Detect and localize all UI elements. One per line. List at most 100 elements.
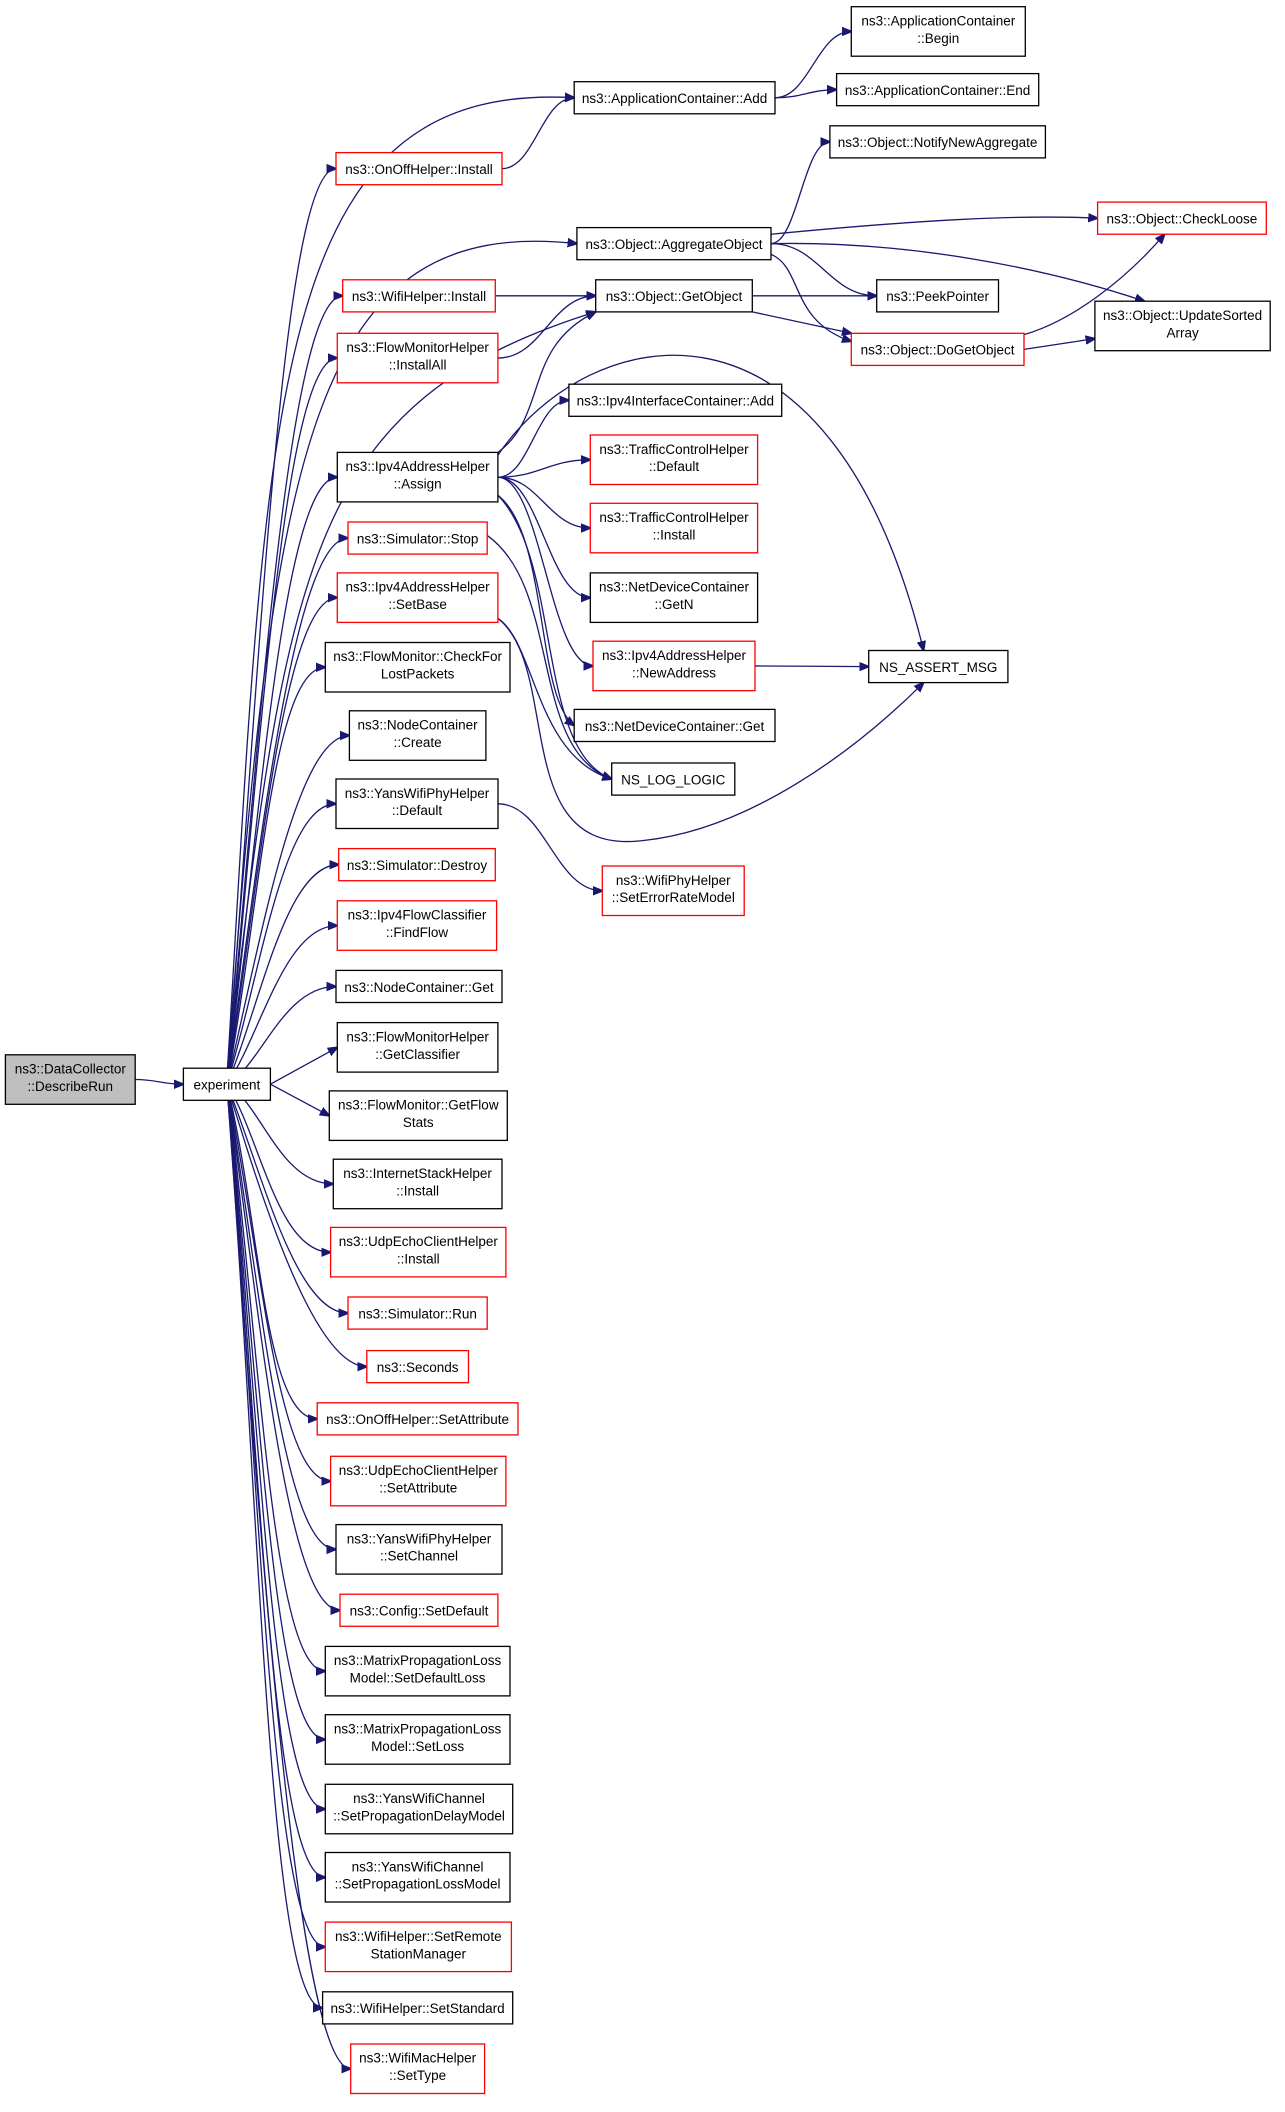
- node-label: ns3::PeekPointer: [886, 289, 989, 304]
- node-label: ::Install: [653, 527, 696, 542]
- edge-experiment-to-sim_stop: [227, 538, 348, 1084]
- node-sim-run[interactable]: ns3::Simulator::Run: [347, 1296, 488, 1330]
- node-check-loose[interactable]: ns3::Object::CheckLoose: [1096, 201, 1267, 235]
- node-tc-default[interactable]: ns3::TrafficControlHelper::Default: [589, 434, 759, 486]
- node-box: [324, 641, 511, 693]
- node-label: NS_ASSERT_MSG: [879, 660, 997, 675]
- node-describe-run[interactable]: ns3::DataCollector::DescribeRun: [4, 1054, 136, 1105]
- node-wifimac-settype[interactable]: ns3::WifiMacHelper::SetType: [350, 2043, 486, 2095]
- node-box: [595, 279, 753, 313]
- node-box: [324, 1851, 511, 1903]
- node-yans-phy-default[interactable]: ns3::YansWifiPhyHelper::Default: [335, 778, 499, 830]
- node-app-begin[interactable]: ns3::ApplicationContainer::Begin: [850, 6, 1026, 57]
- node-label: ns3::Config::SetDefault: [350, 1604, 489, 1619]
- node-box: [335, 151, 503, 186]
- node-label: ns3::Ipv4AddressHelper: [602, 648, 747, 663]
- node-box: [329, 1455, 507, 1507]
- node-netdev-get[interactable]: ns3::NetDeviceContainer::Get: [573, 708, 776, 743]
- node-box: [316, 1402, 519, 1436]
- node-label: ns3::Simulator::Stop: [357, 531, 479, 546]
- node-app-add[interactable]: ns3::ApplicationContainer::Add: [573, 81, 776, 115]
- edge-experiment-to-wifimac_settype: [227, 1084, 351, 2068]
- node-onoff-setattr[interactable]: ns3::OnOffHelper::SetAttribute: [316, 1402, 519, 1436]
- node-ns-assert-msg[interactable]: NS_ASSERT_MSG: [868, 649, 1009, 684]
- node-box: [182, 1067, 272, 1101]
- node-label: ::Begin: [917, 31, 959, 46]
- node-ipv4addr-assign[interactable]: ns3::Ipv4AddressHelper::Assign: [336, 451, 499, 503]
- edge-experiment-to-seconds: [227, 1084, 367, 1366]
- node-tc-install[interactable]: ns3::TrafficControlHelper::Install: [589, 502, 759, 554]
- node-label: ::SetBase: [388, 597, 447, 612]
- node-label: ::SetType: [389, 2068, 446, 2083]
- node-wifiphy-seterror[interactable]: ns3::WifiPhyHelper::SetErrorRateModel: [601, 865, 745, 917]
- node-label: LostPackets: [381, 667, 455, 682]
- edge-aggregate_object-to-peek_pointer: [771, 244, 877, 296]
- edge-experiment-to-aggregate_object: [228, 241, 577, 1068]
- node-flowmonhelper-getclassifier[interactable]: ns3::FlowMonitorHelper::GetClassifier: [336, 1021, 499, 1073]
- node-ipv4flow-findflow[interactable]: ns3::Ipv4FlowClassifier::FindFlow: [336, 900, 498, 951]
- node-yans-ch-setdelay[interactable]: ns3::YansWifiChannel::SetPropagationDela…: [324, 1783, 514, 1835]
- node-box: [347, 521, 488, 555]
- node-label: ns3::Ipv4FlowClassifier: [348, 908, 487, 923]
- edge-experiment-to-flowmon_checklost: [227, 667, 325, 1084]
- node-node-get[interactable]: ns3::NodeContainer::Get: [335, 969, 503, 1004]
- node-app-end[interactable]: ns3::ApplicationContainer::End: [835, 72, 1040, 107]
- edge-ipv4addr_assign-to-tc_install: [498, 477, 590, 528]
- node-sim-destroy[interactable]: ns3::Simulator::Destroy: [338, 847, 496, 882]
- node-label: Model::SetLoss: [371, 1739, 464, 1754]
- node-ipv4addr-setbase[interactable]: ns3::Ipv4AddressHelper::SetBase: [336, 572, 499, 624]
- edge-experiment-to-yans_ch_setloss: [227, 1084, 325, 1877]
- node-aggregate-object[interactable]: ns3::Object::AggregateObject: [576, 226, 772, 261]
- edge-ipv4addr_assign-to-ipv4addr_newaddress: [498, 477, 593, 666]
- node-box: [324, 1645, 511, 1697]
- node-wifi-install[interactable]: ns3::WifiHelper::Install: [342, 279, 496, 313]
- node-label: ns3::WifiHelper::SetRemote: [335, 1929, 502, 1944]
- node-ipv4addr-newaddress[interactable]: ns3::Ipv4AddressHelper::NewAddress: [592, 640, 756, 692]
- node-node-create[interactable]: ns3::NodeContainer::Create: [348, 710, 487, 761]
- node-experiment[interactable]: experiment: [182, 1067, 272, 1101]
- node-label: ns3::Object::DoGetObject: [861, 343, 1015, 358]
- node-flowmon-installall[interactable]: ns3::FlowMonitorHelper::InstallAll: [336, 332, 499, 384]
- node-netdev-getn[interactable]: ns3::NetDeviceContainer::GetN: [589, 572, 759, 624]
- node-label: ::SetPropagationDelayModel: [333, 1808, 505, 1823]
- node-do-get-object[interactable]: ns3::Object::DoGetObject: [850, 332, 1025, 367]
- node-udpecho-setattr[interactable]: ns3::UdpEchoClientHelper::SetAttribute: [329, 1455, 507, 1507]
- node-label: ::Install: [396, 1183, 439, 1198]
- node-label: ns3::Object::CheckLoose: [1106, 212, 1257, 227]
- node-matrix-setdefaultloss[interactable]: ns3::MatrixPropagationLossModel::SetDefa…: [324, 1645, 511, 1697]
- node-label: ns3::NodeContainer: [358, 718, 479, 733]
- edge-experiment-to-node_create: [227, 736, 349, 1085]
- node-label: ::SetChannel: [380, 1549, 458, 1564]
- node-peek-pointer[interactable]: ns3::PeekPointer: [876, 279, 1000, 313]
- node-udpecho-install[interactable]: ns3::UdpEchoClientHelper::Install: [329, 1226, 507, 1278]
- node-label: ns3::FlowMonitorHelper: [346, 1029, 489, 1044]
- node-label: ns3::DataCollector: [15, 1062, 127, 1077]
- edge-experiment-to-wifi_install: [227, 296, 343, 1084]
- node-box: [1094, 300, 1271, 352]
- edge-experiment-to-yans_phy_default: [227, 804, 336, 1084]
- node-sim-stop[interactable]: ns3::Simulator::Stop: [347, 521, 488, 555]
- node-ipv4if-add[interactable]: ns3::Ipv4InterfaceContainer::Add: [568, 383, 783, 417]
- node-label: ns3::Ipv4InterfaceContainer::Add: [577, 394, 774, 409]
- node-label: ::Install: [397, 1252, 440, 1267]
- node-yans-ch-setloss[interactable]: ns3::YansWifiChannel::SetPropagationLoss…: [324, 1851, 511, 1903]
- node-notify-new-aggregate[interactable]: ns3::Object::NotifyNewAggregate: [829, 125, 1047, 159]
- node-config-setdefault[interactable]: ns3::Config::SetDefault: [339, 1593, 499, 1627]
- node-seconds[interactable]: ns3::Seconds: [366, 1349, 470, 1384]
- node-onoff-install[interactable]: ns3::OnOffHelper::Install: [335, 151, 503, 186]
- node-wifi-setstandard[interactable]: ns3::WifiHelper::SetStandard: [321, 1991, 514, 2025]
- node-box: [335, 969, 503, 1004]
- node-yans-phy-setchannel[interactable]: ns3::YansWifiPhyHelper::SetChannel: [335, 1523, 503, 1575]
- node-box: [336, 900, 498, 951]
- node-ns-log-logic[interactable]: NS_LOG_LOGIC: [611, 762, 736, 796]
- node-box: [835, 72, 1040, 107]
- node-internetstack-install[interactable]: ns3::InternetStackHelper::Install: [332, 1158, 503, 1210]
- edge-experiment-to-onoff_setattr: [227, 1084, 317, 1419]
- node-box: [829, 125, 1047, 159]
- node-get-object[interactable]: ns3::Object::GetObject: [595, 279, 753, 313]
